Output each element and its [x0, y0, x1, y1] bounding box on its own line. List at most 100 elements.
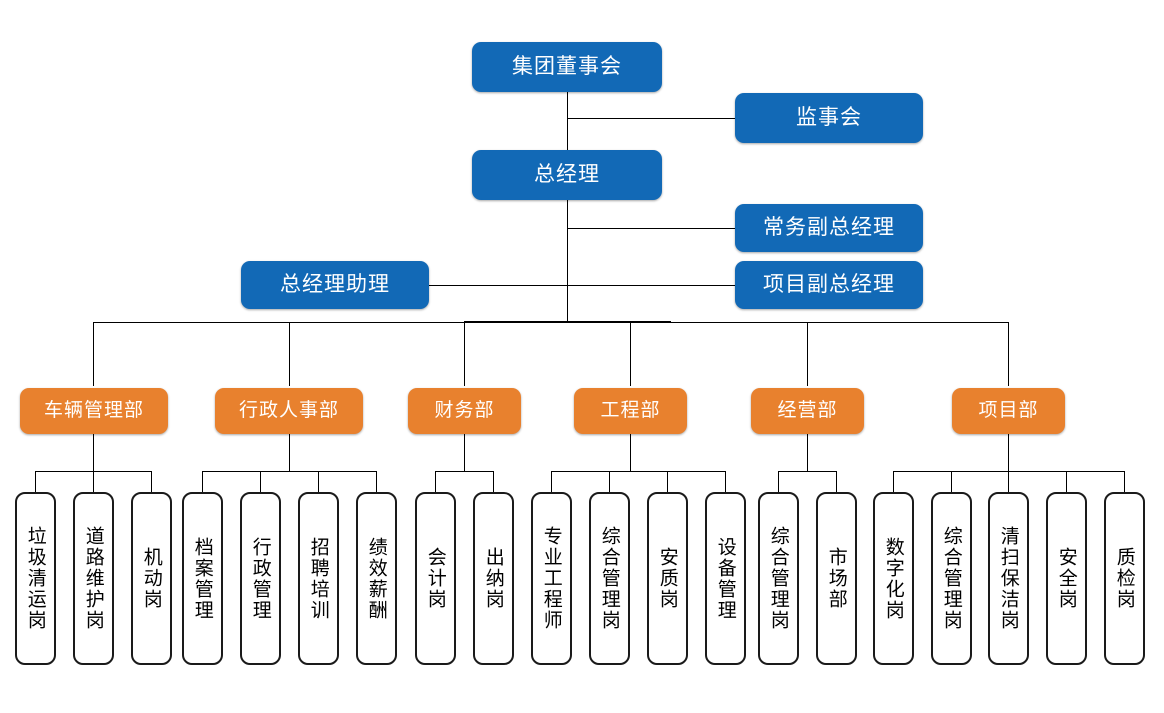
node-label: 行政人事部 [238, 399, 339, 421]
node-label: 数字化岗 [882, 536, 905, 621]
node-position-cleaning-sanitation[interactable]: 清扫保洁岗 [988, 492, 1029, 665]
node-general-manager[interactable]: 总经理 [472, 150, 662, 200]
connector-dept1-leaf2 [93, 471, 94, 493]
node-gm-assistant[interactable]: 总经理助理 [241, 261, 429, 309]
node-position-safety-quality[interactable]: 安质岗 [647, 492, 688, 665]
node-label: 集团董事会 [512, 55, 622, 79]
node-position-operations-general-management[interactable]: 综合管理岗 [758, 492, 799, 665]
node-label: 质检岗 [1113, 547, 1136, 610]
connector-dept5-leaf1 [778, 471, 779, 493]
node-label: 安质岗 [656, 547, 679, 610]
node-department-finance[interactable]: 财务部 [408, 388, 521, 434]
node-label: 工程部 [600, 399, 661, 421]
node-position-admin-management[interactable]: 行政管理 [240, 492, 281, 665]
connector-dept1-down [93, 434, 94, 472]
connector-dept2-leaf2 [260, 471, 261, 493]
node-label: 常务副总经理 [763, 216, 895, 240]
connector-dept6-leaf1 [893, 471, 894, 493]
node-label: 垃圾清运岗 [24, 526, 47, 631]
node-label: 绩效薪酬 [365, 536, 388, 621]
node-label: 设备管理 [714, 536, 737, 621]
node-label: 综合管理岗 [598, 526, 621, 631]
node-label: 会计岗 [424, 547, 447, 610]
connector-dept4-leaf1 [551, 471, 552, 493]
node-department-engineering[interactable]: 工程部 [574, 388, 687, 434]
node-label: 行政管理 [249, 536, 272, 621]
node-position-quality-inspection[interactable]: 质检岗 [1104, 492, 1145, 665]
node-position-digitalization[interactable]: 数字化岗 [873, 492, 914, 665]
node-label: 道路维护岗 [82, 526, 105, 631]
node-label: 招聘培训 [307, 536, 330, 621]
node-label: 专业工程师 [540, 526, 563, 631]
node-label: 安全岗 [1055, 547, 1078, 610]
node-department-vehicle-management[interactable]: 车辆管理部 [20, 388, 168, 434]
node-executive-deputy-gm[interactable]: 常务副总经理 [735, 204, 923, 252]
connector-dept2-bus [202, 471, 377, 472]
connector-dept6-leaf3 [1008, 471, 1009, 493]
node-position-safety[interactable]: 安全岗 [1046, 492, 1087, 665]
node-position-marketing[interactable]: 市场部 [816, 492, 857, 665]
node-department-operations[interactable]: 经营部 [751, 388, 864, 434]
node-position-accounting[interactable]: 会计岗 [415, 492, 456, 665]
node-label: 市场部 [825, 547, 848, 610]
node-position-recruitment-training[interactable]: 招聘培训 [298, 492, 339, 665]
node-position-cashier[interactable]: 出纳岗 [473, 492, 514, 665]
node-position-project-general-management[interactable]: 综合管理岗 [931, 492, 972, 665]
node-position-mobile-duty[interactable]: 机动岗 [131, 492, 172, 665]
node-position-waste-transport[interactable]: 垃圾清运岗 [15, 492, 56, 665]
connector-dept3-leaf1 [435, 471, 436, 493]
connector-bus-to-dept-5 [807, 322, 808, 386]
connector-dept2-down [289, 434, 290, 472]
connector-dept3-down [464, 434, 465, 472]
node-label: 项目副总经理 [763, 273, 895, 297]
node-supervisory-board[interactable]: 监事会 [735, 93, 923, 143]
connector-dept4-leaf4 [725, 471, 726, 493]
node-position-equipment-management[interactable]: 设备管理 [705, 492, 746, 665]
connector-board-to-gm [567, 92, 568, 150]
connector-bus-to-dept-3 [464, 322, 465, 386]
connector-dept2-leaf1 [202, 471, 203, 493]
connector-dept4-leaf2 [609, 471, 610, 493]
connector-bus-to-dept-2 [289, 322, 290, 386]
node-label: 档案管理 [191, 536, 214, 621]
connector-bus-to-dept-4 [630, 322, 631, 386]
connector-spine-to-gm-assistant [429, 285, 567, 286]
node-department-project[interactable]: 项目部 [952, 388, 1065, 434]
connector-dept2-leaf3 [318, 471, 319, 493]
node-position-records-management[interactable]: 档案管理 [182, 492, 223, 665]
connector-spine-to-exec-deputy [567, 228, 735, 229]
connector-dept6-leaf2 [951, 471, 952, 493]
connector-dept6-leaf4 [1066, 471, 1067, 493]
connector-bus-to-dept-1 [93, 322, 94, 386]
node-label: 出纳岗 [482, 547, 505, 610]
connector-dept5-down [807, 434, 808, 472]
node-board-of-directors[interactable]: 集团董事会 [472, 42, 662, 92]
node-label: 清扫保洁岗 [997, 526, 1020, 631]
connector-dept4-bus [551, 471, 726, 472]
node-label: 总经理助理 [280, 273, 390, 297]
connector-dept6-bus [893, 471, 1125, 472]
node-label: 经营部 [777, 399, 838, 421]
node-label: 项目部 [978, 399, 1039, 421]
node-label: 监事会 [796, 106, 862, 130]
node-label: 财务部 [434, 399, 495, 421]
node-position-road-maintenance[interactable]: 道路维护岗 [73, 492, 114, 665]
node-position-professional-engineer[interactable]: 专业工程师 [531, 492, 572, 665]
node-label: 车辆管理部 [43, 399, 144, 421]
node-label: 机动岗 [140, 547, 163, 610]
node-position-engineering-general-management[interactable]: 综合管理岗 [589, 492, 630, 665]
connector-spine-to-project-deputy [567, 285, 735, 286]
connector-dept2-leaf4 [376, 471, 377, 493]
node-label: 综合管理岗 [767, 526, 790, 631]
connector-dept3-leaf2 [493, 471, 494, 493]
connector-dept4-down [630, 434, 631, 472]
connector-department-bus-center-emphasis [464, 321, 671, 323]
node-department-admin-hr[interactable]: 行政人事部 [215, 388, 363, 434]
connector-dept1-leaf3 [151, 471, 152, 493]
node-position-performance-compensation[interactable]: 绩效薪酬 [356, 492, 397, 665]
node-label: 综合管理岗 [940, 526, 963, 631]
connector-dept3-bus [435, 471, 494, 472]
node-project-deputy-gm[interactable]: 项目副总经理 [735, 261, 923, 309]
connector-dept5-leaf2 [836, 471, 837, 493]
